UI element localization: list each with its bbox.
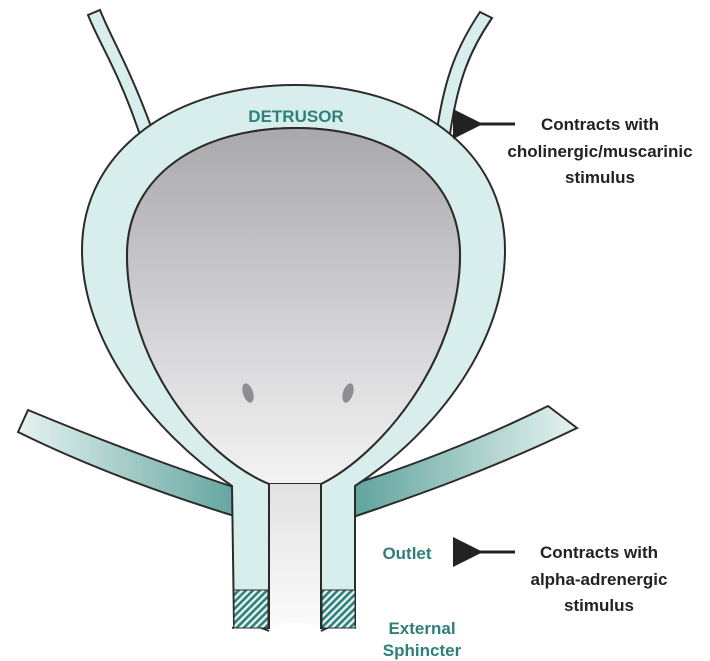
detrusor-label: DETRUSOR	[248, 107, 343, 126]
detrusor-note-line2: cholinergic/muscarinic	[507, 142, 692, 161]
outlet-note-line2: alpha-adrenergic	[531, 570, 668, 589]
right-ureter	[437, 12, 492, 134]
external-sphincter-label-line1: External	[388, 619, 455, 638]
external-sphincter-left	[234, 590, 268, 628]
detrusor-note-line3: stimulus	[565, 168, 635, 187]
outlet-label: Outlet	[382, 544, 431, 563]
external-sphincter-label-line2: Sphincter	[383, 641, 462, 660]
left-ureter	[88, 10, 153, 135]
external-sphincter-right	[322, 590, 355, 628]
outlet-note-line3: stimulus	[564, 596, 634, 615]
outlet-note-line1: Contracts with	[540, 543, 658, 562]
detrusor-note-line1: Contracts with	[541, 115, 659, 134]
